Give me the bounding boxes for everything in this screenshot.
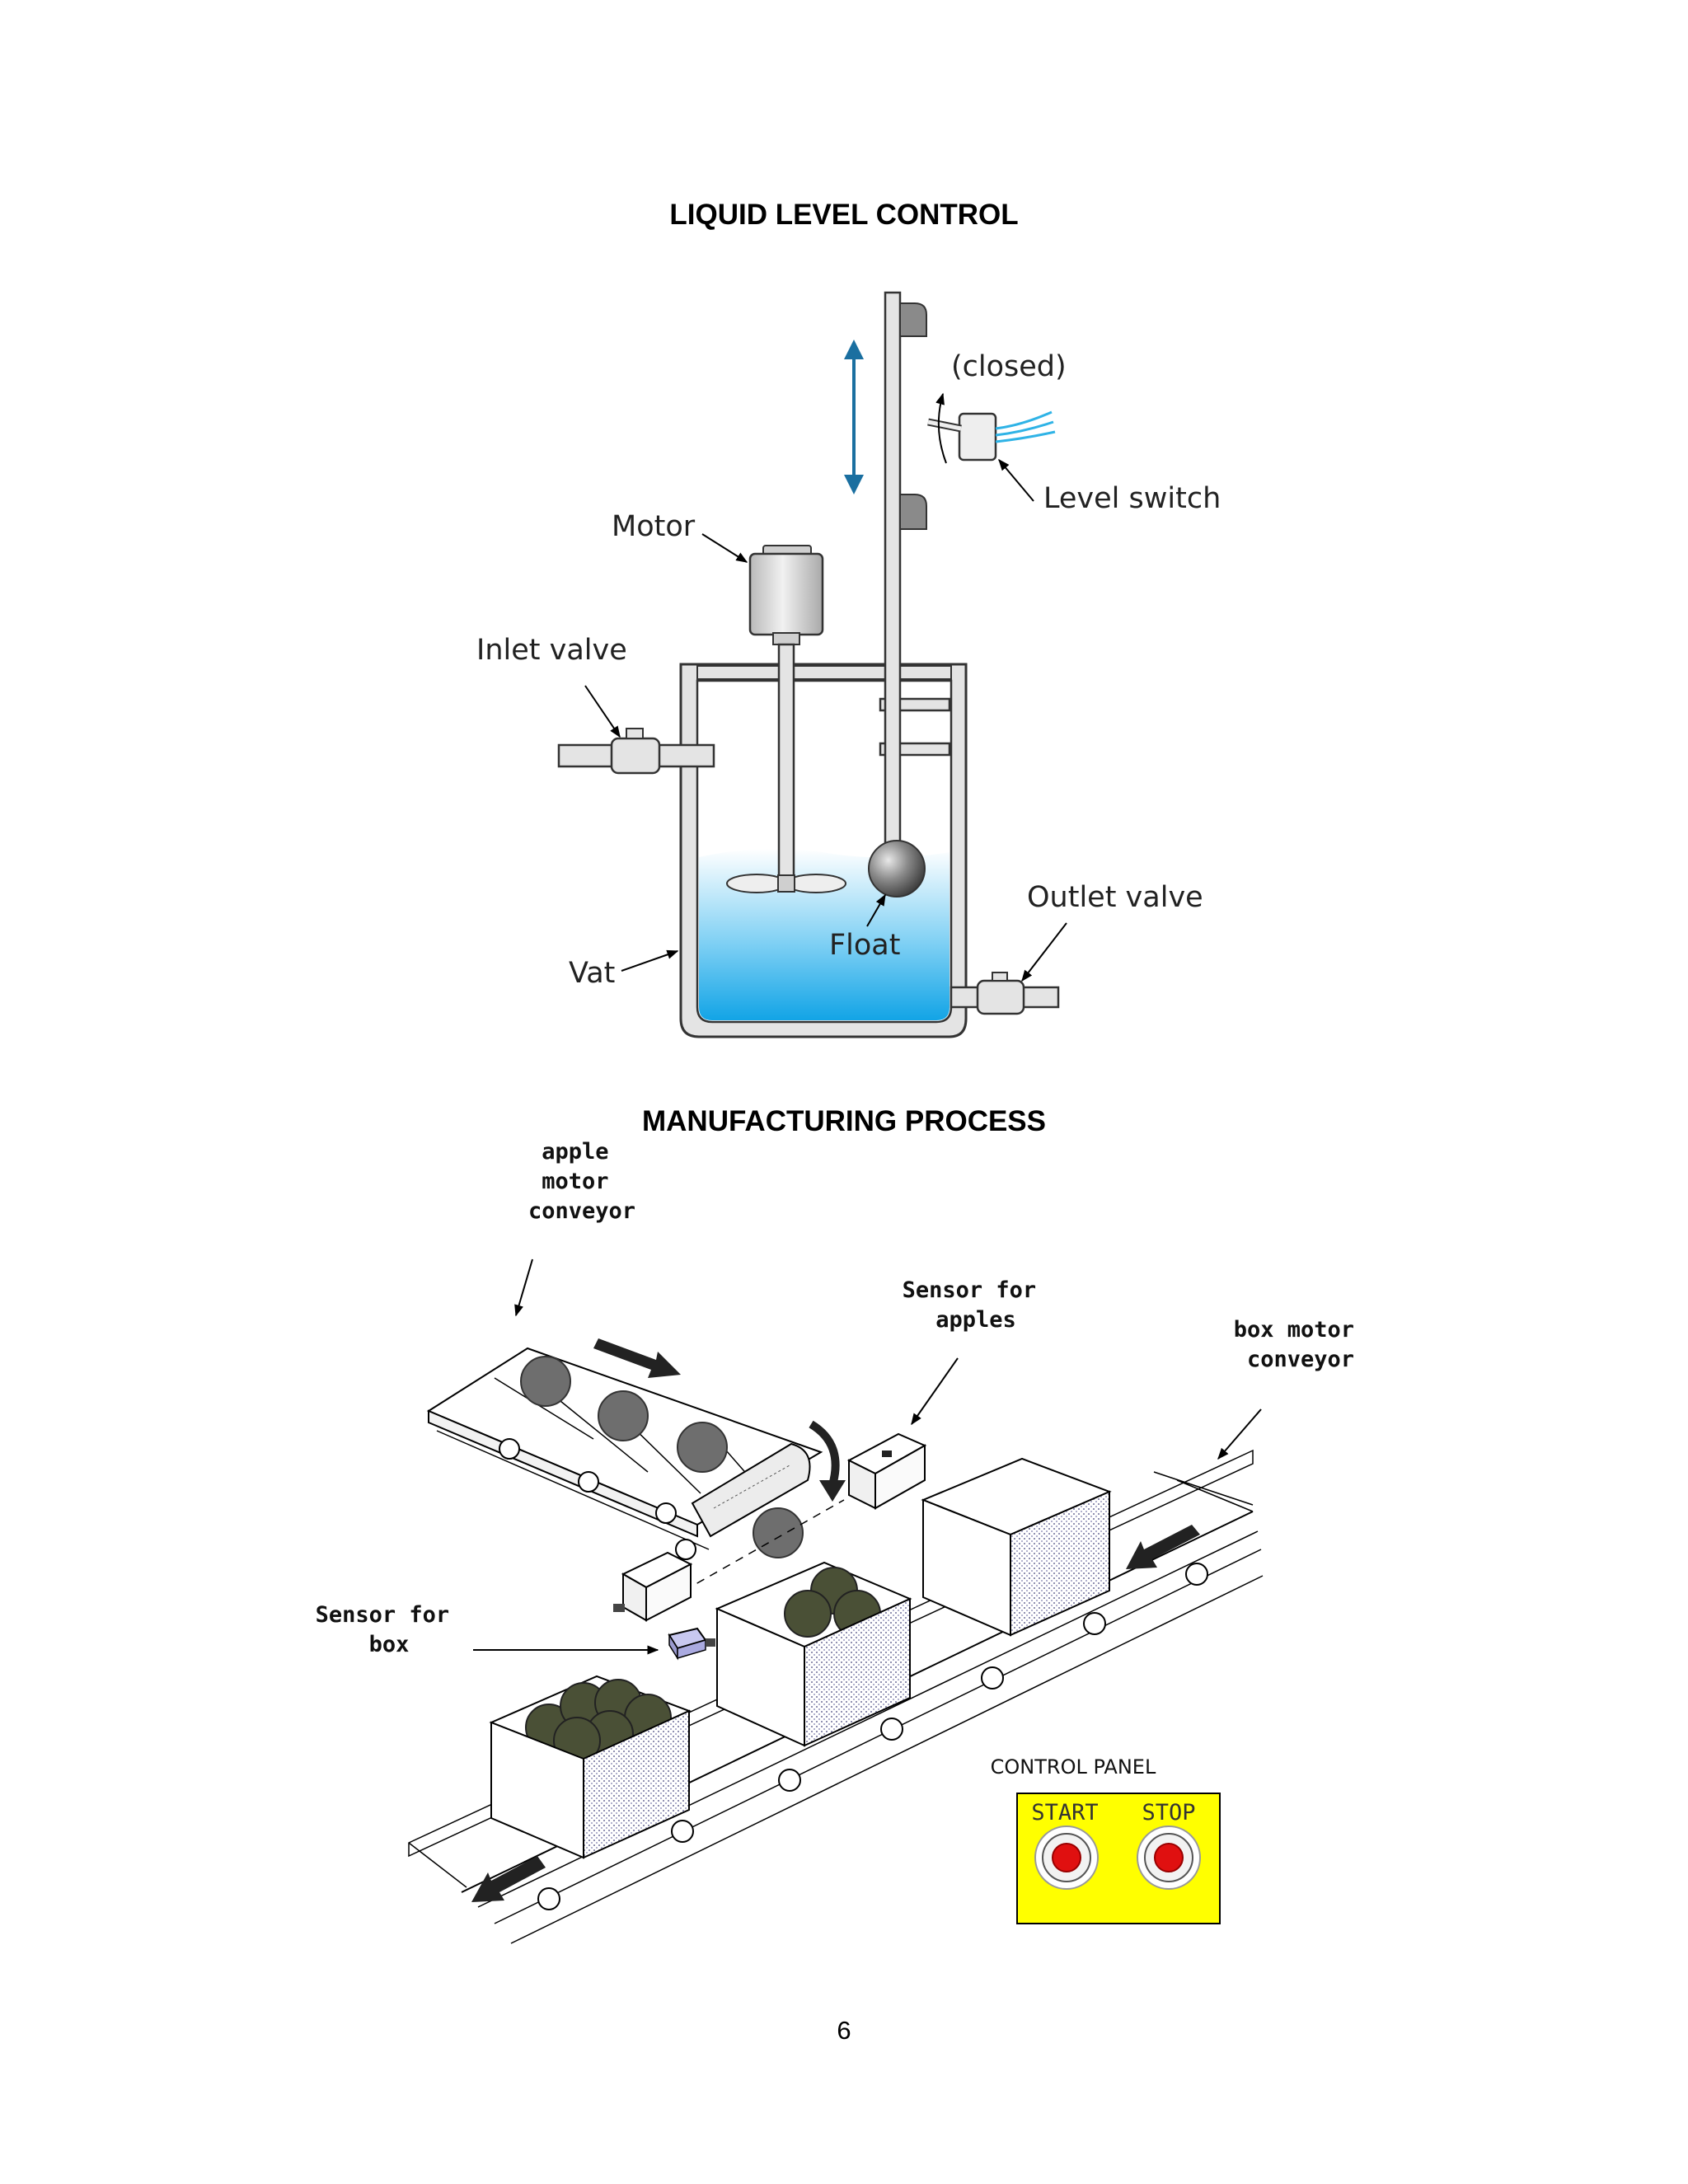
label-motor: Motor — [612, 510, 696, 543]
control-panel-title: CONTROL PANEL — [991, 1755, 1156, 1779]
start-button[interactable] — [1034, 1825, 1099, 1890]
apple-sensor-emitter — [613, 1551, 693, 1622]
switch-arc-arrow — [935, 392, 947, 464]
outlet-valve-leader — [1021, 922, 1067, 982]
label-box-conveyor: box motor conveyor — [1234, 1317, 1368, 1372]
agitator-hub — [777, 874, 795, 893]
label-sensor-box-line1: Sensor for — [316, 1602, 450, 1628]
apple-conveyor-direction-arrow — [593, 1338, 681, 1378]
apple-sensor — [846, 1432, 927, 1510]
box-conveyor-roller — [671, 1820, 694, 1843]
label-apple-conveyor-line1: apple — [542, 1139, 608, 1165]
box-sensor — [668, 1627, 715, 1661]
inlet-valve-body — [610, 737, 661, 775]
label-float: Float — [829, 929, 900, 962]
level-switch-body — [958, 412, 997, 462]
sensor-apples-leader — [911, 1357, 959, 1426]
label-sensor-box-line2: box — [369, 1632, 410, 1657]
float-leader — [866, 893, 886, 927]
float-rod — [884, 291, 902, 855]
box-conveyor-roller — [778, 1769, 801, 1792]
empty-box — [921, 1457, 1112, 1637]
motor-coupling — [772, 632, 800, 645]
label-vat: Vat — [569, 957, 615, 990]
float-ball — [868, 840, 926, 898]
filling-box — [715, 1561, 912, 1747]
label-outlet-valve: Outlet valve — [1027, 881, 1203, 914]
start-label: START — [1031, 1800, 1098, 1825]
apple-conveyor-roller — [655, 1502, 677, 1524]
label-level-switch: Level switch — [1043, 482, 1221, 515]
label-apple-conveyor-line3: conveyor — [528, 1198, 635, 1224]
box-conveyor-roller — [981, 1666, 1004, 1690]
outlet-valve-body — [976, 979, 1025, 1015]
apple-conveyor-roller — [578, 1471, 599, 1493]
level-switch-cable-1 — [995, 410, 1053, 430]
apple-conveyor-roller — [499, 1438, 520, 1460]
motor-leader — [701, 533, 748, 563]
label-apple-conveyor-line2: motor — [542, 1169, 608, 1194]
label-box-conveyor-line2: conveyor — [1247, 1347, 1354, 1372]
manufacturing-diagram: apple motor conveyor Sensor for apples b… — [316, 1139, 1368, 1944]
box-conveyor-roller — [537, 1887, 560, 1910]
label-sensor-apples-line2: apples — [935, 1307, 1016, 1333]
apple-conveyor-leader — [514, 1258, 533, 1317]
vat-top-bar — [696, 665, 952, 680]
label-box-conveyor-line1: box motor — [1234, 1317, 1354, 1343]
level-switch-cable-2 — [995, 420, 1054, 437]
rod-stop-upper — [899, 302, 927, 337]
box-conveyor-roller — [1083, 1612, 1106, 1635]
apple-sensor-beam — [683, 1499, 845, 1591]
apple-conveyor-roller — [675, 1539, 696, 1560]
falling-apple — [753, 1507, 804, 1558]
agitator-shaft — [777, 643, 795, 882]
outlet-valve-stem — [992, 972, 1008, 982]
box-conveyor-leader — [1217, 1408, 1262, 1460]
apple-conveyor — [426, 1338, 846, 1560]
box-conveyor-exit-arrow — [471, 1856, 546, 1902]
manufacturing-title: MANUFACTURING PROCESS — [642, 1105, 1046, 1137]
apple — [677, 1422, 728, 1473]
inlet-valve-stem — [626, 728, 644, 739]
rod-stop-lower — [899, 494, 927, 530]
apple — [520, 1356, 571, 1407]
full-box — [489, 1675, 692, 1859]
box-conveyor-direction-arrow — [1126, 1525, 1200, 1569]
label-apple-conveyor: apple motor conveyor — [528, 1139, 635, 1224]
vat-leader — [621, 949, 679, 972]
box-conveyor-roller — [1185, 1563, 1208, 1586]
apple-conveyor-side — [428, 1409, 698, 1538]
liquid-level-title: LIQUID LEVEL CONTROL — [669, 199, 1018, 231]
control-panel: CONTROL PANEL START STOP — [991, 1755, 1221, 1924]
box-conveyor-roller — [880, 1718, 903, 1741]
label-inlet-valve: Inlet valve — [476, 634, 627, 667]
label-sensor-box: Sensor for box — [316, 1602, 463, 1657]
stop-button[interactable] — [1137, 1825, 1201, 1890]
page-number: 6 — [837, 2016, 851, 2045]
liquid-level-diagram: (closed) Level switch Motor Inlet valve … — [476, 291, 1221, 1038]
level-switch-leader — [998, 458, 1034, 502]
label-closed: (closed) — [951, 350, 1067, 383]
stop-label: STOP — [1142, 1800, 1195, 1825]
label-sensor-apples-line1: Sensor for — [903, 1277, 1037, 1303]
apple-conveyor-end-roller — [691, 1442, 811, 1538]
motor-body — [748, 552, 824, 636]
apple — [598, 1390, 649, 1441]
label-sensor-apples: Sensor for apples — [903, 1277, 1050, 1333]
inlet-valve-leader — [584, 685, 621, 738]
apple-drop-arrow — [809, 1420, 840, 1487]
level-switch-cable-3 — [995, 430, 1056, 443]
boxed-apple — [784, 1590, 832, 1638]
